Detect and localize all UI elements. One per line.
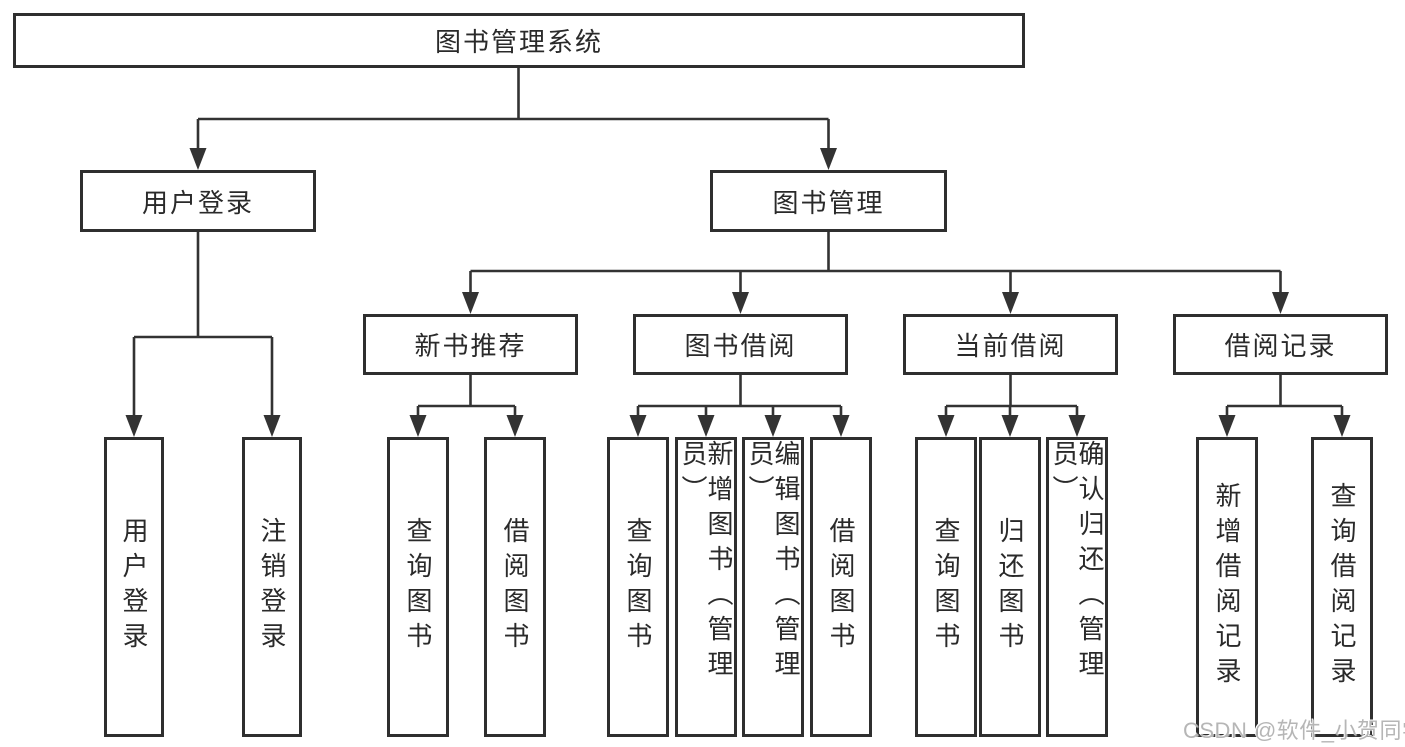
csdn-watermark: CSDN @软件_小贺同学 <box>1183 718 1405 743</box>
node-label: 图书管理系统 <box>434 27 603 57</box>
leaf-label: 借阅图书 <box>826 517 856 657</box>
leaf-edit-books-admin: 编辑图书（管理员） <box>742 437 804 737</box>
leaf-label: 查询图书 <box>403 517 433 657</box>
leaf-query-books-current: 查询图书 <box>915 437 977 737</box>
leaf-return-books: 归还图书 <box>979 437 1041 737</box>
arrow-icon <box>832 415 850 437</box>
leaf-label: 用户登录 <box>119 517 149 657</box>
leaf-label: 归还图书 <box>995 517 1025 657</box>
arrow-icon <box>263 415 281 437</box>
node-book-management: 图书管理 <box>710 170 947 232</box>
node-label: 图书借阅 <box>684 331 797 361</box>
leaf-label: 新增借阅记录 <box>1212 482 1242 692</box>
arrow-icon <box>506 415 524 437</box>
node-label: 用户登录 <box>141 187 254 218</box>
connector-borrowing-records-branch <box>1225 375 1344 419</box>
arrow-icon <box>697 415 715 437</box>
node-label: 当前借阅 <box>954 331 1067 361</box>
connector-current-borrowing-branch <box>944 375 1079 419</box>
leaf-label: 借阅图书 <box>500 517 530 657</box>
node-borrowing-records: 借阅记录 <box>1173 314 1388 375</box>
arrow-icon <box>1002 292 1019 314</box>
leaf-add-books-admin: 新增图书（管理员） <box>675 437 737 737</box>
node-label: 新书推荐 <box>414 331 527 361</box>
leaf-label: 确认归还（管理员） <box>1049 440 1105 685</box>
node-label: 图书管理 <box>772 187 885 218</box>
arrow-icon <box>125 415 143 437</box>
leaf-label: 查询借阅记录 <box>1327 482 1357 692</box>
arrow-icon <box>409 415 427 437</box>
leaf-label: 注销登录 <box>257 517 287 657</box>
arrow-icon <box>1333 415 1351 437</box>
leaf-label: 编辑图书（管理员） <box>745 440 801 685</box>
connector-user-login-branch <box>132 232 274 418</box>
node-book-borrowing: 图书借阅 <box>633 314 848 375</box>
leaf-borrow-books-borrowing: 借阅图书 <box>810 437 872 737</box>
leaf-query-borrow-record: 查询借阅记录 <box>1311 437 1373 737</box>
node-user-login: 用户登录 <box>80 170 316 232</box>
node-book-management-system: 图书管理系统 <box>13 13 1025 68</box>
arrow-icon <box>629 415 647 437</box>
arrow-icon <box>189 148 207 170</box>
leaf-label: 新增图书（管理员） <box>678 440 734 685</box>
arrow-icon <box>820 148 837 170</box>
node-new-book-recommend: 新书推荐 <box>363 314 578 375</box>
leaf-add-borrow-record: 新增借阅记录 <box>1196 437 1258 737</box>
connector-new-book-branch <box>416 375 517 419</box>
arrow-icon <box>1218 415 1236 437</box>
arrow-icon <box>732 292 749 314</box>
connector-book-borrowing-branch <box>636 375 843 419</box>
leaf-label: 查询图书 <box>623 517 653 657</box>
connector-root-to-level2 <box>196 68 830 151</box>
leaf-query-books-recommend: 查询图书 <box>387 437 449 737</box>
leaf-borrow-books-recommend: 借阅图书 <box>484 437 546 737</box>
connector-book-management-branch <box>469 232 1282 296</box>
arrow-icon <box>764 415 782 437</box>
node-current-borrowing: 当前借阅 <box>903 314 1118 375</box>
leaf-logout: 注销登录 <box>242 437 302 737</box>
arrow-icon <box>1001 415 1019 437</box>
leaf-label: 查询图书 <box>931 517 961 657</box>
arrow-icon <box>1068 415 1086 437</box>
leaf-confirm-return-admin: 确认归还（管理员） <box>1046 437 1108 737</box>
arrow-icon <box>462 292 479 314</box>
leaf-user-login: 用户登录 <box>104 437 164 737</box>
node-label: 借阅记录 <box>1224 331 1337 361</box>
leaf-query-books-borrowing: 查询图书 <box>607 437 669 737</box>
arrow-icon <box>1272 292 1289 314</box>
arrow-icon <box>937 415 955 437</box>
